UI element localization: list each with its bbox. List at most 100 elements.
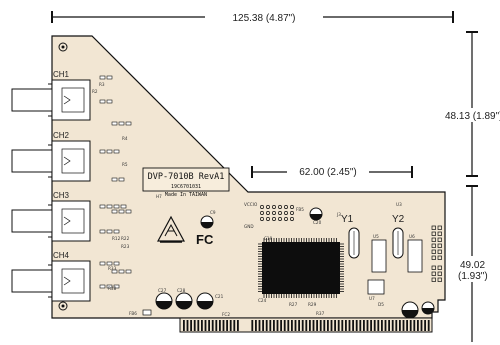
smd-pad [113, 229, 120, 234]
ic-u5: U5 [371, 234, 387, 273]
gnd-label: GND [244, 224, 254, 229]
edge-finger [237, 320, 239, 331]
u6-label: U6 [409, 234, 415, 239]
edge-finger [197, 320, 200, 331]
smd-pad [113, 261, 120, 266]
smd-pad [113, 204, 120, 209]
r27-label: R27 [289, 302, 298, 307]
smd-pad [111, 121, 118, 126]
edge-finger [211, 320, 214, 331]
edge-finger [183, 320, 185, 331]
c19-label: C19 [264, 236, 273, 241]
board-serial-text: 19C6701031 [171, 184, 201, 190]
edge-finger [327, 320, 329, 331]
r29-label: R29 [308, 302, 317, 307]
smd-pad [106, 204, 113, 209]
crystal-y1: Y1 [341, 214, 360, 259]
edge-finger [395, 320, 398, 331]
smd-pad [106, 75, 113, 80]
edge-finger [204, 320, 207, 331]
edge-finger [233, 320, 236, 331]
edge-finger [323, 320, 326, 331]
edge-finger [280, 320, 282, 331]
channel-label: CH1 [53, 70, 70, 79]
dimension-middle-label: 62.00 (2.45") [299, 167, 356, 178]
edge-finger [186, 320, 189, 331]
smd-pad [111, 177, 118, 182]
channel-connector-ch4: CH4 [11, 251, 91, 302]
channel-connector-ch2: CH2 [11, 131, 91, 182]
edge-finger [377, 320, 380, 331]
edge-finger [208, 320, 210, 331]
ic-u6: U6 [407, 234, 423, 273]
capacitor-c27: C27 [155, 288, 173, 310]
smd-pad [99, 261, 106, 266]
edge-finger [370, 320, 372, 331]
edge-finger [258, 320, 261, 331]
edge-finger [291, 320, 293, 331]
esd-warning-logo [156, 215, 186, 243]
edge-finger [334, 320, 336, 331]
y1-label: Y1 [341, 214, 354, 225]
edge-finger [424, 320, 426, 331]
r38-label: R38 [108, 286, 117, 291]
edge-finger [348, 320, 351, 331]
smd-pad [99, 284, 106, 289]
edge-finger [273, 320, 275, 331]
capacitor-c22 [401, 301, 419, 319]
edge-finger [190, 320, 192, 331]
d5-label: D5 [378, 302, 384, 307]
edge-finger [215, 320, 218, 331]
edge-finger [427, 320, 430, 331]
channel-label: CH2 [53, 131, 70, 140]
edge-finger [384, 320, 387, 331]
dimension-right-upper-label: 48.13 (1.89") [445, 111, 500, 122]
edge-finger [312, 320, 315, 331]
edge-finger [287, 320, 290, 331]
edge-finger [251, 320, 254, 331]
edge-finger [363, 320, 365, 331]
smd-pad [118, 209, 125, 214]
smd-pad [99, 229, 106, 234]
j3-label: J3 [336, 212, 341, 217]
fb5-label: FB5 [296, 207, 304, 212]
edge-finger [294, 320, 297, 331]
smd-pad [99, 75, 106, 80]
c20-label: C20 [313, 220, 322, 225]
edge-finger [345, 320, 347, 331]
edge-finger [413, 320, 416, 331]
edge-finger [309, 320, 311, 331]
channel-connector-ch3: CH3 [11, 191, 91, 242]
r23-label: R23 [121, 244, 130, 249]
edge-finger [229, 320, 232, 331]
edge-finger [255, 320, 257, 331]
edge-finger [301, 320, 304, 331]
r5-label: R5 [122, 162, 128, 167]
smd-pad [99, 99, 106, 104]
smd-pad [113, 284, 120, 289]
edge-finger [373, 320, 376, 331]
r12-label: R12 [112, 236, 121, 241]
u5-label: U5 [373, 234, 379, 239]
u7-label: U7 [369, 296, 375, 301]
edge-finger [381, 320, 383, 331]
edge-finger [359, 320, 362, 331]
edge-finger [330, 320, 333, 331]
r37-label: R37 [316, 311, 325, 316]
c24-label: C24 [258, 298, 267, 303]
edge-finger [226, 320, 228, 331]
edge-finger [305, 320, 308, 331]
edge-finger [391, 320, 394, 331]
edge-finger [262, 320, 264, 331]
mounting-hole-top [58, 42, 68, 52]
edge-finger [316, 320, 318, 331]
board-origin-text: Made In TAIWAN [165, 192, 207, 198]
edge-finger [341, 320, 344, 331]
edge-finger [319, 320, 322, 331]
h7-label: H7 [156, 194, 162, 199]
fb6-label: FB6 [129, 311, 137, 316]
r22-label: R22 [121, 236, 130, 241]
edge-finger [337, 320, 340, 331]
